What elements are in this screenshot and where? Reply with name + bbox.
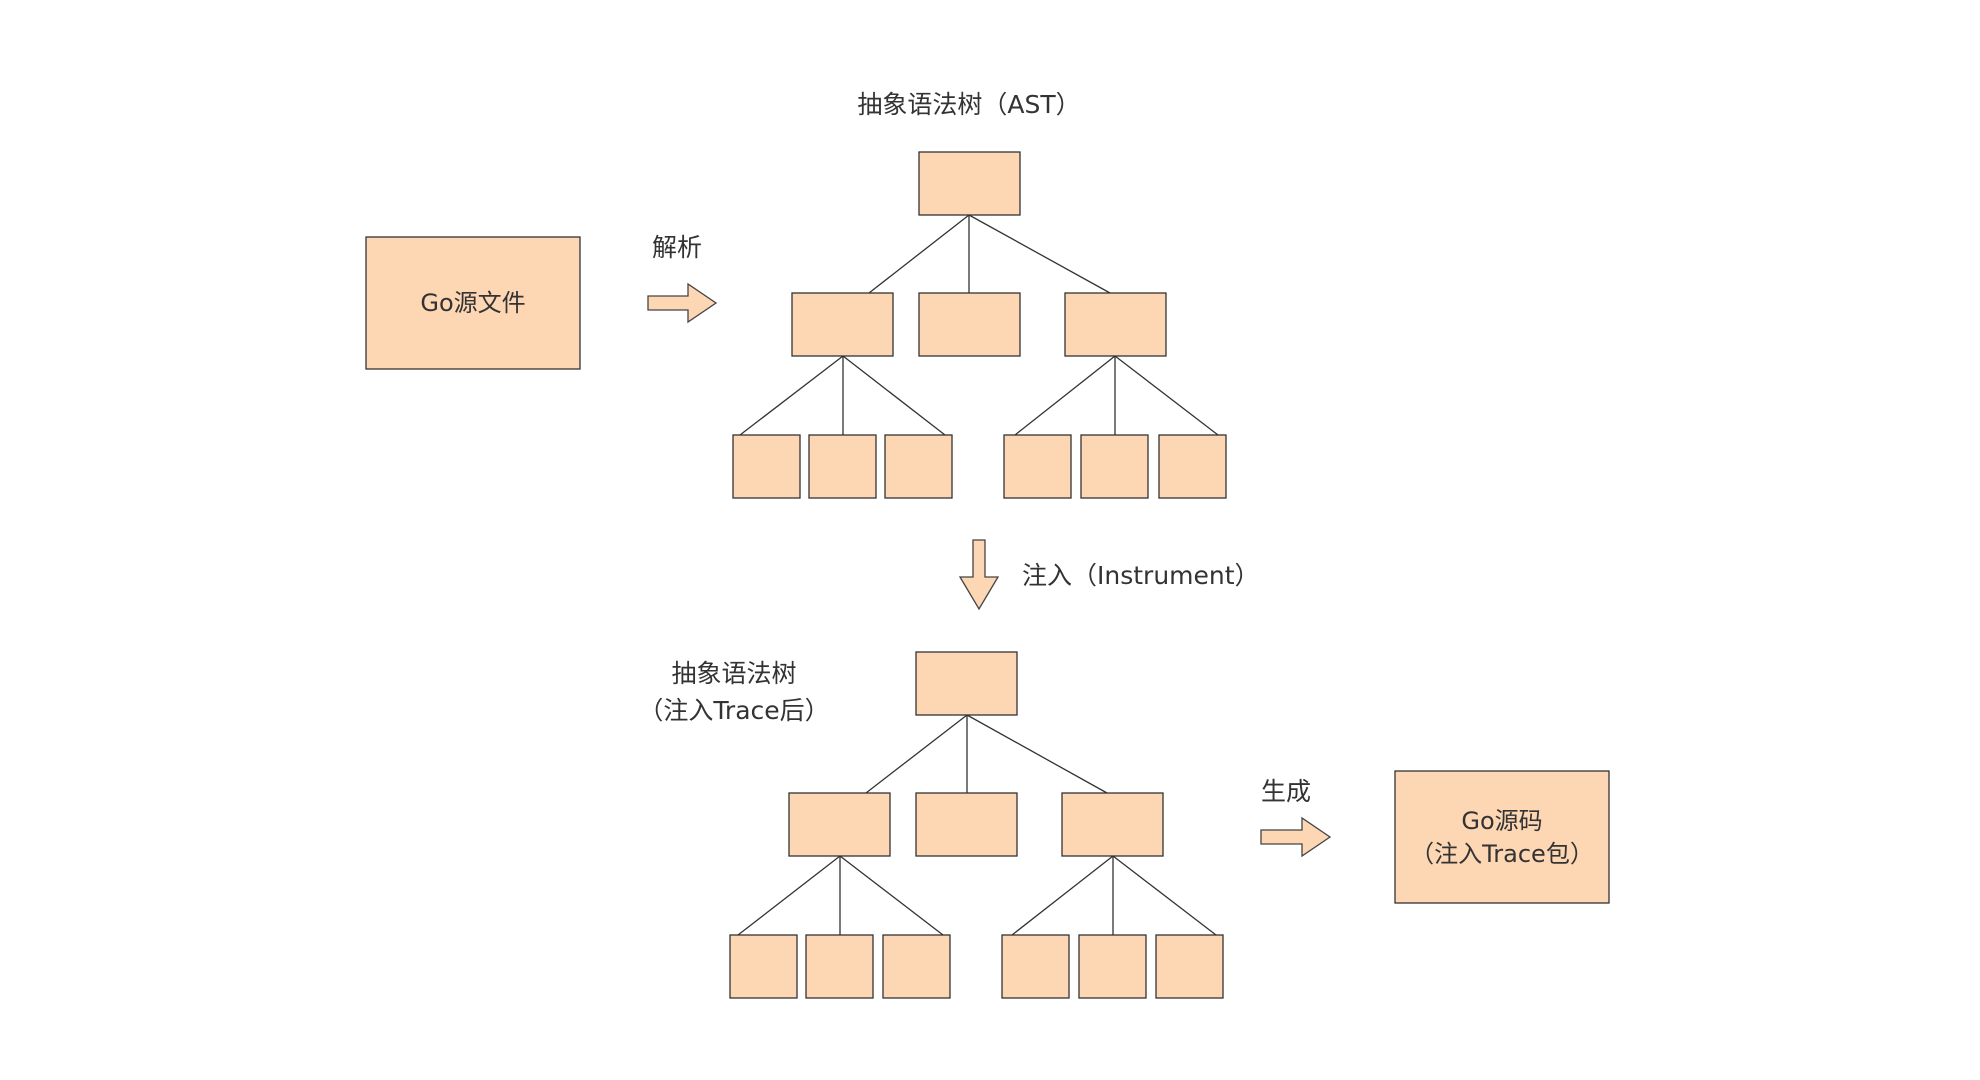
ast-instrumented-leaf-node — [805, 934, 874, 999]
ast-original-leaf-node — [1080, 434, 1149, 499]
ast-instrumented-edge — [966, 714, 1108, 794]
ast-original-edge — [842, 355, 946, 436]
ast-original-edge — [739, 355, 844, 436]
ast-instrumented-edge — [1112, 855, 1217, 936]
ast-instrumented-title-line1: 抽象语法树 — [671, 659, 796, 688]
ast-instrumented-child-node — [915, 792, 1018, 857]
parse-arrow-icon — [647, 282, 718, 324]
generate-arrow-icon — [1260, 816, 1332, 858]
parse-step-label: 解析 — [652, 233, 702, 262]
instrument-step-label: 注入（Instrument） — [1022, 561, 1260, 590]
generate-step-label: 生成 — [1261, 777, 1311, 806]
ast-instrumented-leaf-node — [1155, 934, 1224, 999]
ast-instrumented-title-line2: （注入Trace后） — [638, 696, 829, 725]
ast-instrumented-edge — [865, 714, 968, 794]
ast-instrumented-edge — [839, 855, 944, 936]
source-file-node: Go源文件 — [365, 236, 581, 370]
ast-original-leaf-node — [732, 434, 801, 499]
ast-original-edge — [1014, 355, 1116, 436]
ast-instrumented-leaf-node — [1001, 934, 1070, 999]
ast-original-child-node — [791, 292, 894, 357]
ast-original-tree — [732, 151, 1227, 499]
ast-instrumented-leaf-node — [729, 934, 798, 999]
source-file-label: Go源文件 — [420, 289, 525, 317]
ast-original-leaf-node — [1158, 434, 1227, 499]
ast-original-edge — [968, 214, 1111, 294]
ast-instrumented-tree — [729, 651, 1224, 999]
ast-instrumented-leaf-node — [1078, 934, 1147, 999]
ast-instrumented-edge — [1011, 855, 1114, 936]
ast-original-leaf-node — [1003, 434, 1072, 499]
ast-instrumented-leaf-node — [882, 934, 951, 999]
ast-original-edge — [1114, 355, 1219, 436]
ast-original-root-node — [918, 151, 1021, 216]
output-file-label-line2: （注入Trace包） — [1410, 840, 1594, 868]
ast-original-child-node — [1064, 292, 1167, 357]
ast-instrumented-child-node — [788, 792, 891, 857]
ast-instrumented-root-node — [915, 651, 1018, 716]
ast-original-edge — [868, 214, 970, 294]
ast-instrumented-child-node — [1061, 792, 1164, 857]
ast-original-leaf-node — [808, 434, 877, 499]
ast-instrumented-edge — [737, 855, 841, 936]
ast-original-child-node — [918, 292, 1021, 357]
ast-original-title: 抽象语法树（AST） — [857, 90, 1080, 119]
output-file-node: Go源码 （注入Trace包） — [1394, 770, 1610, 904]
ast-original-leaf-node — [884, 434, 953, 499]
output-file-label-line1: Go源码 — [1461, 807, 1542, 835]
instrument-arrow-icon — [958, 539, 1000, 611]
